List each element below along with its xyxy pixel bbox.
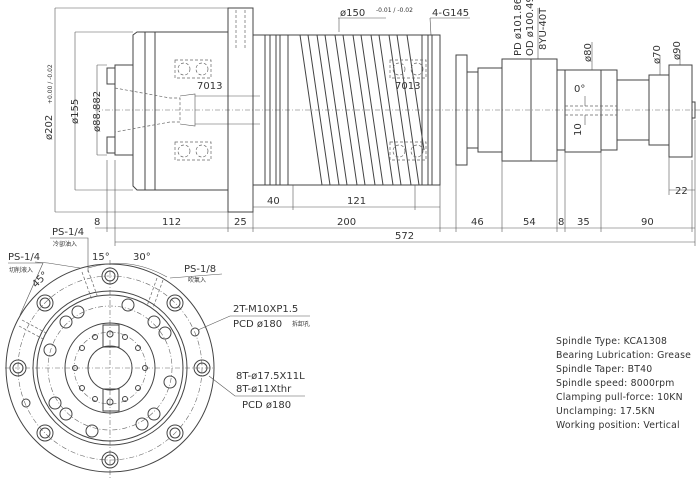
- side-view: 0° 10 ø202 +0.00 / -0.02 ø155 ø88.882 70…: [44, 0, 700, 246]
- angle-45-label: 45°: [30, 270, 50, 290]
- ps14-left-label: PS-1/4: [8, 252, 40, 263]
- dim-8-rear: 8: [558, 217, 564, 228]
- spec-working-position: Working position: Vertical: [556, 420, 680, 431]
- ps14-left-note: 切削液入: [9, 266, 33, 274]
- dim-572-total: 572: [395, 231, 414, 242]
- dim-40: 40: [267, 196, 280, 207]
- dim-200: 200: [337, 217, 356, 228]
- belt-label: 8YU-40T: [538, 7, 549, 50]
- spec-list: Spindle Type: KCA1308 Bearing Lubricatio…: [556, 335, 691, 433]
- bolt-pcd-label: PCD ø180: [242, 400, 291, 411]
- spec-spindle-taper: Spindle Taper: BT40: [556, 364, 653, 375]
- ps18-note: 吹氣入: [188, 276, 206, 284]
- dia-202-tolerance: +0.00 / -0.02: [47, 64, 54, 104]
- dia-70-label: ø70: [652, 45, 663, 64]
- dia-150-tolerance: -0.01 / -0.02: [376, 7, 413, 14]
- tap-pcd-label: PCD ø180: [233, 319, 282, 330]
- pulley-od-label: OD ø100.49: [525, 0, 536, 56]
- dim-22: 22: [675, 186, 688, 197]
- bolt-holes-label-1: 8T-ø17.5X11L: [236, 371, 305, 382]
- dim-90: 90: [641, 217, 654, 228]
- tap-holes-label: 2T-M10XP1.5: [233, 304, 298, 315]
- spec-unclamping: Unclamping: 17.5KN: [556, 406, 655, 417]
- angle-0-label: 0°: [574, 84, 585, 95]
- bolt-holes: [9, 267, 211, 469]
- dia-155-label: ø155: [70, 99, 81, 124]
- spec-clamping-force: Clamping pull-force: 10KN: [556, 392, 683, 403]
- ps14-top-note: 冷卻油入: [53, 240, 77, 248]
- spec-spindle-type: Spindle Type: KCA1308: [556, 336, 668, 347]
- angle-30-label: 30°: [133, 252, 151, 263]
- bolt-holes-label-2: 8T-ø11Xthr: [236, 384, 292, 395]
- ps18-label: PS-1/8: [184, 264, 216, 275]
- dia-202-label: ø202: [44, 115, 55, 140]
- tap-note: 拆卸孔: [292, 320, 310, 328]
- dimension-row-1: 8 112 25 200 46 54 8 35 90: [94, 217, 654, 228]
- bearing-rear-label: 7013: [395, 81, 420, 92]
- pulley-pd-label: PD ø101.86: [513, 0, 524, 56]
- key-10-label: 10: [573, 123, 584, 136]
- spec-bearing-lubrication: Bearing Lubrication: Grease: [556, 350, 692, 361]
- dia-150-label: ø150: [340, 8, 365, 19]
- spec-spindle-speed: Spindle speed: 8000rpm: [556, 378, 675, 389]
- angle-15-label: 15°: [92, 252, 110, 263]
- bearing-front-label: 7013: [197, 81, 222, 92]
- dia-80-label: ø80: [583, 43, 594, 62]
- dim-46: 46: [471, 217, 484, 228]
- dim-112: 112: [162, 217, 181, 228]
- dim-8-front: 8: [94, 217, 100, 228]
- dim-121: 121: [347, 196, 366, 207]
- dim-25: 25: [234, 217, 247, 228]
- ps14-top-label: PS-1/4: [52, 227, 84, 238]
- dim-35: 35: [577, 217, 590, 228]
- end-view: PS-1/4 冷卻油入 PS-1/4 切削液入 45° 15° 30° PS-1…: [5, 227, 310, 478]
- dia-90-label: ø90: [672, 41, 683, 60]
- groove-label: 4-G145: [432, 8, 469, 19]
- dim-54: 54: [523, 217, 536, 228]
- dia-88-label: ø88.882: [92, 91, 103, 132]
